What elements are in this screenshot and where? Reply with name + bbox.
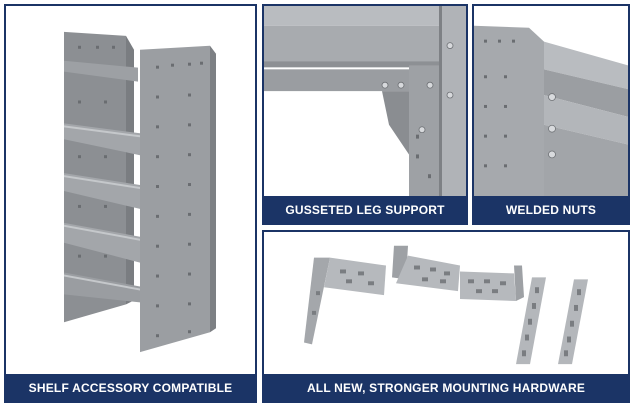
- gusseted-leg-image: [264, 6, 466, 196]
- caption-welded-nuts: WELDED NUTS: [474, 196, 628, 223]
- mounting-hardware-image: [264, 232, 628, 374]
- caption-gusseted-leg: GUSSETED LEG SUPPORT: [264, 196, 466, 223]
- panel-gusseted-leg: GUSSETED LEG SUPPORT: [262, 4, 468, 225]
- caption-mounting-hardware: ALL NEW, STRONGER MOUNTING HARDWARE: [264, 374, 628, 401]
- caption-shelf-accessory: SHELF ACCESSORY COMPATIBLE: [6, 374, 255, 401]
- welded-nuts-image: [474, 6, 628, 196]
- panel-shelf-accessory: SHELF ACCESSORY COMPATIBLE: [4, 4, 257, 403]
- shelf-unit-image: [6, 6, 255, 374]
- panel-mounting-hardware: ALL NEW, STRONGER MOUNTING HARDWARE: [262, 230, 630, 403]
- panel-welded-nuts: WELDED NUTS: [472, 4, 630, 225]
